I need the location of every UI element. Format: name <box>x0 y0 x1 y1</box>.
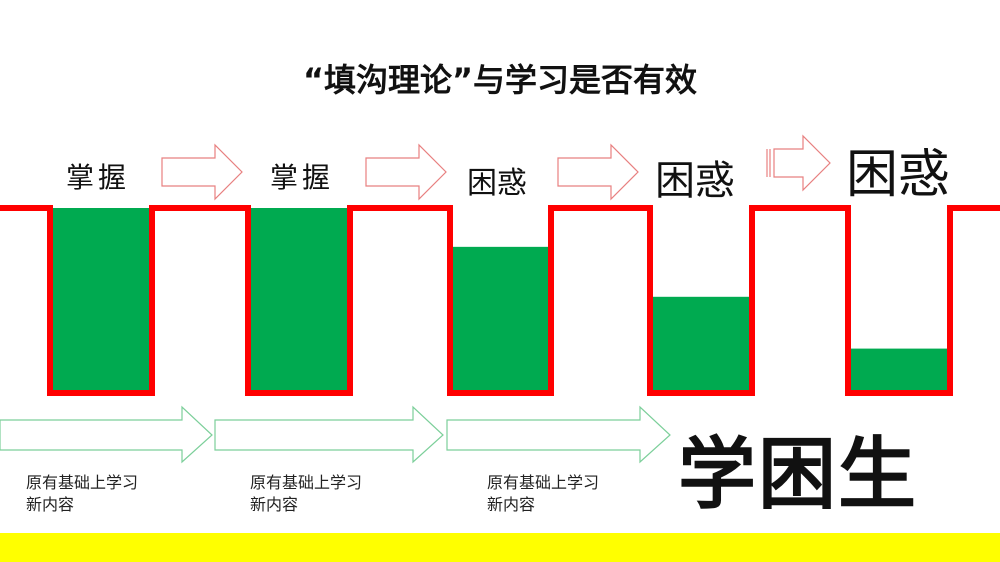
note-line: 新内容 <box>250 495 299 514</box>
ditch-fill-1 <box>50 208 152 393</box>
progress-arrow-1 <box>161 143 243 201</box>
ditch-outline <box>0 205 1000 396</box>
ditch-fill-2 <box>248 208 350 393</box>
note-line: 原有基础上学习 <box>26 473 139 492</box>
state-label-3: 困惑 <box>467 166 527 201</box>
learning-note-1: 原有基础上学习 新内容 <box>26 472 186 516</box>
learning-arrow-2 <box>214 405 444 464</box>
note-line: 原有基础上学习 <box>250 473 363 492</box>
note-line: 新内容 <box>26 495 75 514</box>
learning-note-3: 原有基础上学习 新内容 <box>487 472 647 516</box>
conclusion-label: 学困生 <box>678 430 919 520</box>
progress-arrow-2 <box>365 143 447 201</box>
footer-band <box>0 533 1000 562</box>
state-label-5: 困惑 <box>846 145 951 205</box>
slide-title: “填沟理论”与学习是否有效 <box>302 61 698 99</box>
ditch-fill-5 <box>848 348 950 393</box>
ditch-fill-4 <box>650 296 752 393</box>
progress-arrow-4 <box>773 134 831 192</box>
learning-note-2: 原有基础上学习 新内容 <box>250 472 410 516</box>
note-line: 新内容 <box>487 495 536 514</box>
state-label-2: 掌握 <box>270 161 335 194</box>
learning-arrow-1 <box>0 405 213 464</box>
ditch-fill-3 <box>450 246 552 393</box>
state-label-1: 掌握 <box>66 161 131 194</box>
note-line: 原有基础上学习 <box>487 473 600 492</box>
state-label-4: 困惑 <box>655 158 735 204</box>
learning-arrow-3 <box>446 405 671 464</box>
progress-arrow-3 <box>557 143 639 201</box>
